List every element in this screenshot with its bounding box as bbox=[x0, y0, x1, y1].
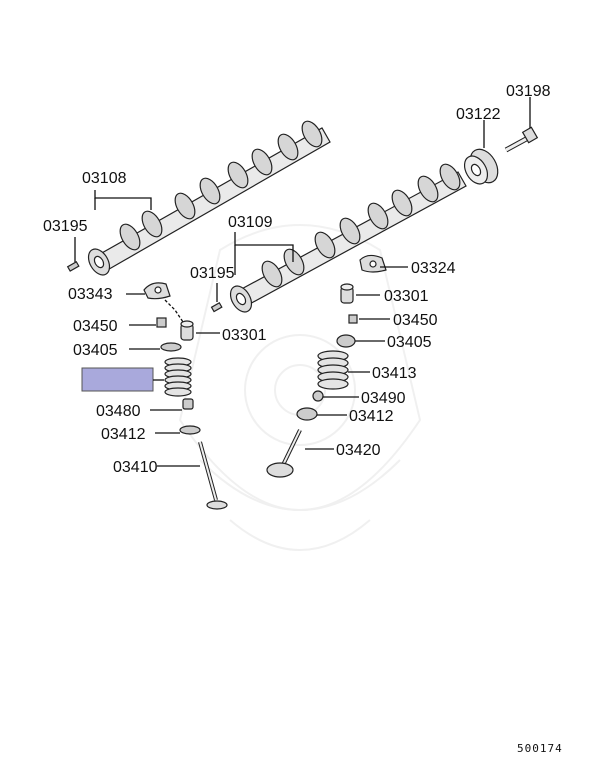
retainer-03480 bbox=[182, 398, 194, 410]
label-03413[interactable]: 03413 bbox=[372, 365, 417, 382]
rocker-arm-03324 bbox=[359, 254, 387, 273]
dowel-pin-03195-middle bbox=[210, 301, 223, 313]
label-03343[interactable]: 03343 bbox=[68, 286, 113, 303]
valve-seat-03412-left bbox=[179, 425, 201, 435]
label-03198[interactable]: 03198 bbox=[506, 83, 551, 100]
spring-seat-03405-right bbox=[336, 334, 356, 348]
valve-seat-03412-right bbox=[296, 407, 318, 421]
bolt-03198 bbox=[504, 126, 539, 153]
lash-adjuster-03301-left bbox=[180, 320, 194, 341]
label-03195-middle[interactable]: 03195 bbox=[190, 265, 235, 282]
highlight-box[interactable] bbox=[81, 367, 154, 392]
valve-03410 bbox=[198, 441, 228, 510]
label-03405-left[interactable]: 03405 bbox=[73, 342, 118, 359]
label-03410[interactable]: 03410 bbox=[113, 459, 158, 476]
valve-spring-left bbox=[164, 357, 192, 397]
rocker-arm-03343 bbox=[143, 282, 171, 300]
hub-03122 bbox=[463, 148, 499, 185]
stem-seal-03450-right bbox=[348, 314, 358, 324]
label-03324[interactable]: 03324 bbox=[411, 260, 456, 277]
valve-03420 bbox=[266, 429, 302, 478]
label-03490[interactable]: 03490 bbox=[361, 390, 406, 407]
label-03420[interactable]: 03420 bbox=[336, 442, 381, 459]
label-03108[interactable]: 03108 bbox=[82, 170, 127, 187]
lash-adjuster-03301-right bbox=[340, 283, 354, 304]
retainer-03490 bbox=[312, 390, 324, 402]
label-03301-left[interactable]: 03301 bbox=[222, 327, 267, 344]
camshaft-03109 bbox=[229, 163, 467, 313]
valve-spring-03413 bbox=[317, 350, 349, 390]
diagram-reference-number: 500174 bbox=[517, 742, 563, 755]
label-03450-left[interactable]: 03450 bbox=[73, 318, 118, 335]
camshaft-03108 bbox=[87, 120, 331, 276]
label-03480[interactable]: 03480 bbox=[96, 403, 141, 420]
label-03405-right[interactable]: 03405 bbox=[387, 334, 432, 351]
label-03412-left[interactable]: 03412 bbox=[101, 426, 146, 443]
stem-seal-03450-left bbox=[156, 317, 167, 328]
part-labels: 03198 03122 03108 03195 03109 03195 0332… bbox=[43, 83, 551, 476]
dowel-pin-03195-left bbox=[66, 260, 80, 272]
leader-lines bbox=[74, 97, 531, 467]
watermark-emblem bbox=[178, 224, 422, 551]
label-03301-right[interactable]: 03301 bbox=[384, 288, 429, 305]
label-03412-right[interactable]: 03412 bbox=[349, 408, 394, 425]
label-03195-left[interactable]: 03195 bbox=[43, 218, 88, 235]
label-03450-right[interactable]: 03450 bbox=[393, 312, 438, 329]
spring-seat-03405-left bbox=[160, 342, 182, 352]
label-03109[interactable]: 03109 bbox=[228, 214, 273, 231]
label-03122[interactable]: 03122 bbox=[456, 106, 501, 123]
